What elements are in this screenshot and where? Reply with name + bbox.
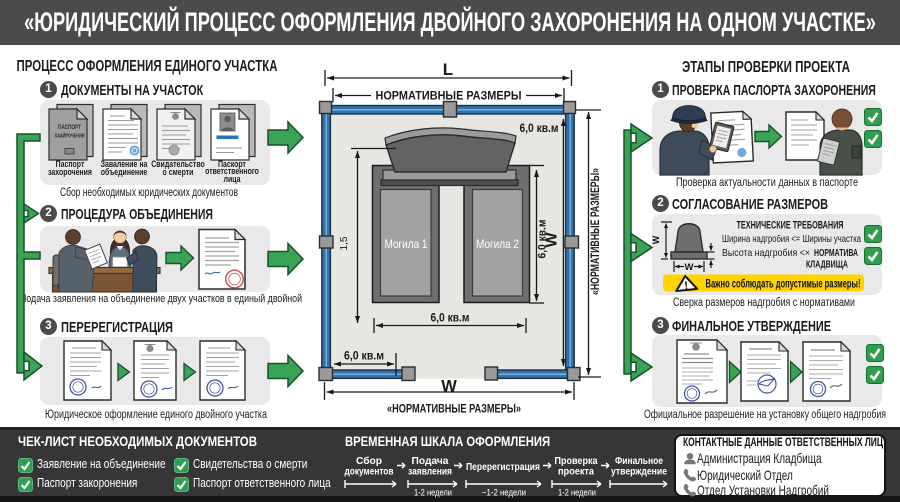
svg-text:6,0 кв.м: 6,0 кв.м bbox=[537, 220, 549, 259]
svg-text:ТЕХНИЧЕСКИЕ ТРЕБОВАНИЯ: ТЕХНИЧЕСКИЕ ТРЕБОВАНИЯ bbox=[737, 220, 844, 232]
svg-text:Могила 1: Могила 1 bbox=[385, 237, 428, 251]
svg-text:Ширина надгробия <= Ширины уча: Ширина надгробия <= Ширины участка bbox=[722, 233, 861, 245]
svg-text:W: W bbox=[544, 232, 561, 248]
svg-text:Проверка: Проверка bbox=[555, 455, 598, 467]
svg-text:Сбор: Сбор bbox=[356, 455, 382, 467]
svg-text:W: W bbox=[441, 378, 457, 396]
svg-text:W: W bbox=[651, 235, 661, 244]
svg-text:L: L bbox=[443, 60, 453, 79]
svg-text:Могила 2: Могила 2 bbox=[476, 237, 519, 251]
svg-text:ХААЙРОЧЕНИЯ: ХААЙРОЧЕНИЯ bbox=[55, 132, 85, 140]
svg-text:~1-2 недели: ~1-2 недели bbox=[482, 488, 526, 498]
svg-text:W: W bbox=[685, 262, 694, 273]
svg-text:документов: документов bbox=[345, 466, 394, 478]
svg-text:Подача: Подача bbox=[412, 455, 449, 467]
svg-text:1-2 недели: 1-2 недели bbox=[558, 488, 596, 498]
svg-text:Высота надгробия <×: Высота надгробия <× bbox=[722, 247, 810, 259]
svg-text:ПАСПОРТ: ПАСПОРТ bbox=[58, 125, 81, 131]
svg-text:Важно соблюдать допустимые раз: Важно соблюдать допустимые размеры! bbox=[706, 279, 861, 291]
svg-text:НОРМАТИВА: НОРМАТИВА bbox=[814, 247, 858, 259]
svg-text:НОРМАТИВНЫЕ РАЗМЕРЫ: НОРМАТИВНЫЕ РАЗМЕРЫ bbox=[376, 89, 522, 103]
svg-text:заявления: заявления bbox=[408, 466, 452, 478]
svg-text:проекта: проекта bbox=[558, 466, 594, 478]
svg-text:«НОРМАТИВНЫЕ РАЗМЕРЫ»: «НОРМАТИВНЫЕ РАЗМЕРЫ» bbox=[590, 168, 602, 295]
svg-text:6,0 кв.м: 6,0 кв.м bbox=[344, 349, 384, 363]
svg-text:6,0 кв.м: 6,0 кв.м bbox=[431, 311, 470, 325]
svg-text:КЛАДВИЩА: КЛАДВИЩА bbox=[806, 259, 848, 271]
svg-text:Перерегистрация: Перерегистрация bbox=[466, 461, 540, 473]
svg-text:1-2 недели: 1-2 недели bbox=[414, 488, 452, 498]
svg-text:!: ! bbox=[684, 280, 689, 292]
svg-text:1,5: 1,5 bbox=[339, 236, 350, 250]
svg-text:6,0 кв.м: 6,0 кв.м bbox=[520, 121, 559, 135]
svg-text:Финальное: Финальное bbox=[615, 455, 663, 467]
svg-text:«НОРМАТИВНЫЕ РАЗМЕРЫ»: «НОРМАТИВНЫЕ РАЗМЕРЫ» bbox=[387, 404, 521, 416]
svg-text:утверждение: утверждение bbox=[611, 466, 667, 478]
